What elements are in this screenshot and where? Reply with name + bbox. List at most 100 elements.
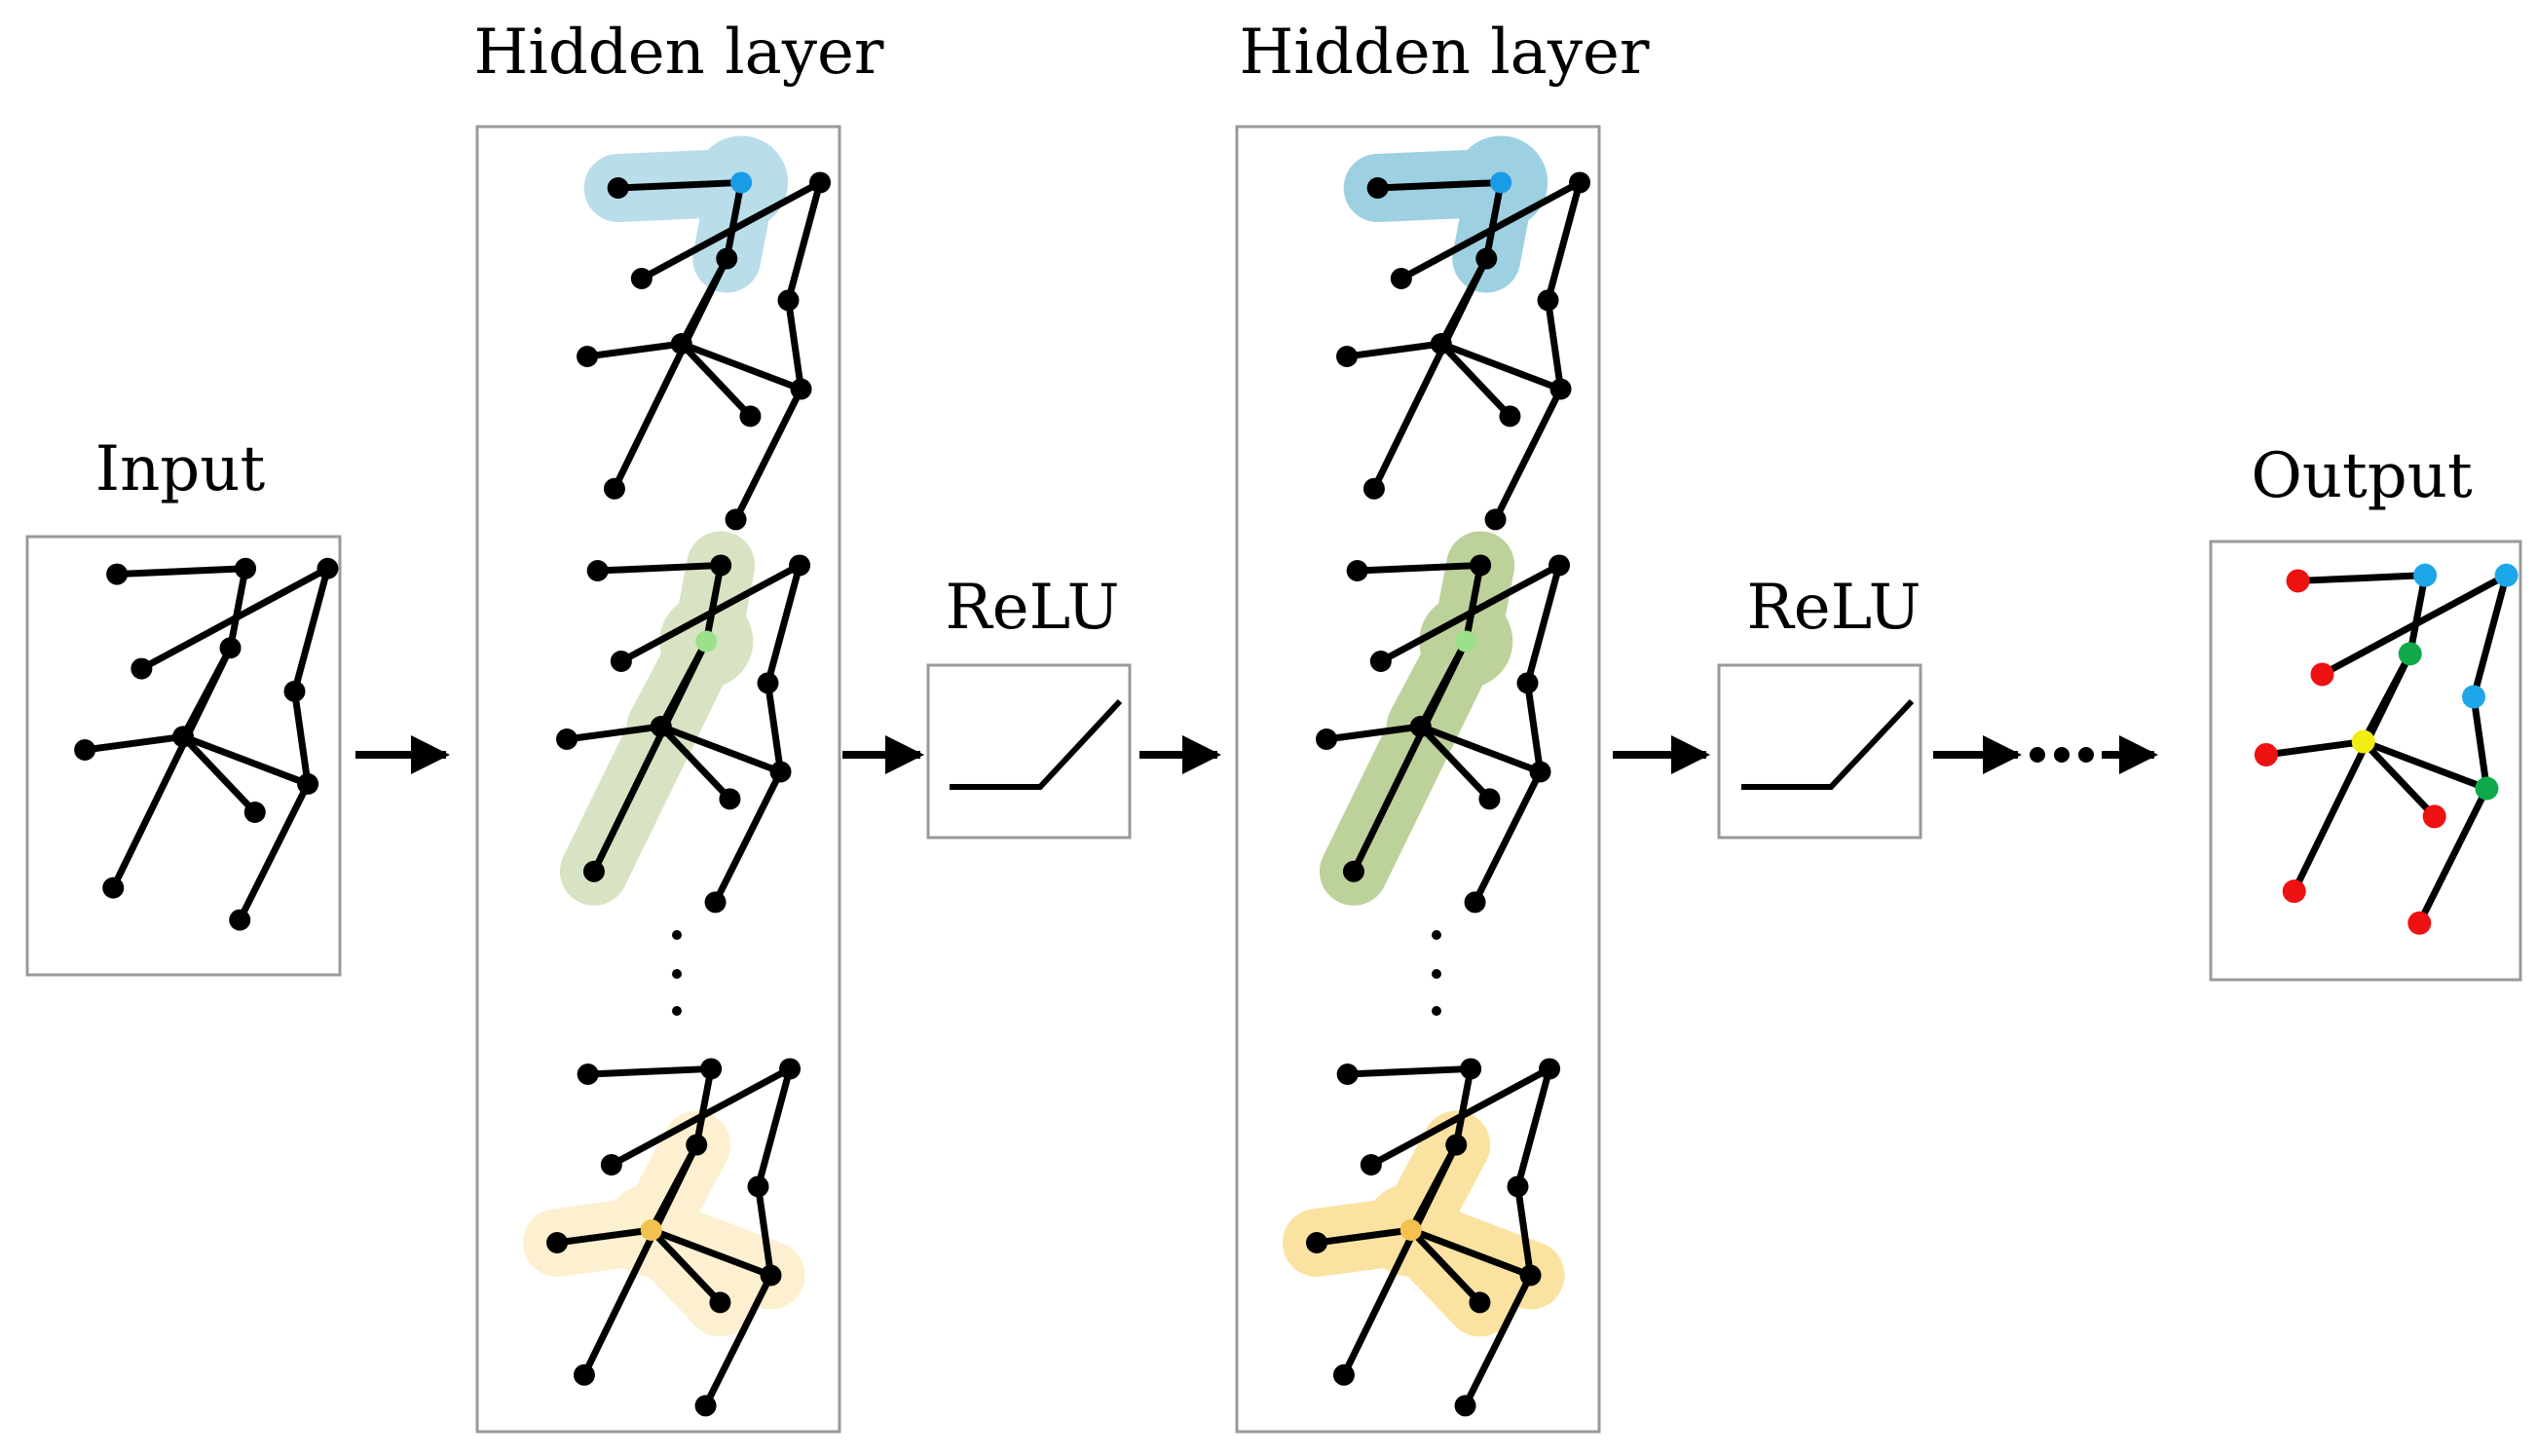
graph-node xyxy=(739,405,762,428)
graph-node xyxy=(1336,1064,1359,1086)
graph-node xyxy=(106,563,129,585)
graph-edge xyxy=(2360,738,2490,793)
graph-edge xyxy=(657,723,785,775)
graph-edge xyxy=(1482,178,1505,263)
graph-node xyxy=(1475,247,1498,270)
graph-edge xyxy=(692,1064,715,1149)
graph-edge xyxy=(563,723,665,743)
graph-edge xyxy=(1407,1226,1483,1306)
graph-edge xyxy=(1437,340,1565,392)
graph-node xyxy=(1346,560,1368,582)
graph-node xyxy=(1430,332,1452,355)
vertical-ellipsis-icon xyxy=(1432,930,1441,1016)
graph-node xyxy=(809,171,832,194)
graph-node xyxy=(1469,1291,1491,1314)
graph-node xyxy=(556,728,578,750)
graph-node xyxy=(2351,729,2375,754)
graph-node xyxy=(670,332,692,355)
graph-node xyxy=(243,802,266,824)
graph-node xyxy=(610,651,632,673)
graph-node xyxy=(2422,804,2446,829)
graph-edge xyxy=(712,767,785,906)
graph-edge xyxy=(113,565,249,579)
graph-edge xyxy=(765,561,803,687)
graph-node xyxy=(229,909,251,931)
graph-node xyxy=(2413,563,2438,587)
horizontal-ellipsis-icon xyxy=(2030,747,2094,763)
hidden2-graph-b xyxy=(1316,531,1571,914)
graph-edge xyxy=(1407,1226,1535,1279)
graph-edge xyxy=(1514,1182,1535,1279)
input-box xyxy=(25,535,342,977)
graph-edge xyxy=(1377,561,1563,665)
graph-node xyxy=(2254,743,2278,766)
hidden2-graph-a xyxy=(1336,135,1591,531)
hidden2-graph-c xyxy=(1283,1058,1565,1417)
graph-edge xyxy=(291,565,331,695)
graph-edge xyxy=(1323,723,1425,743)
graph-node xyxy=(1332,1363,1355,1386)
graph-edge xyxy=(2291,650,2414,895)
graph-node xyxy=(1445,1134,1468,1156)
graph-edge xyxy=(1350,638,1470,876)
graph-node xyxy=(709,1291,731,1314)
graph-node xyxy=(1360,1154,1382,1176)
graph-edge xyxy=(1370,255,1490,493)
graph-edge xyxy=(755,1064,794,1190)
graph-edge xyxy=(291,688,312,788)
graph-node xyxy=(1399,1218,1422,1241)
graph-node xyxy=(1464,891,1486,914)
graph-edge xyxy=(227,565,249,652)
graph-node xyxy=(2462,685,2485,709)
graph-node xyxy=(2310,662,2334,687)
graph-edge xyxy=(109,644,235,892)
graph-edge xyxy=(1374,178,1505,192)
relu-2-icon xyxy=(1741,698,1915,790)
graph-edge xyxy=(785,296,805,392)
graph-node xyxy=(102,877,125,899)
graph-node xyxy=(1539,1058,1561,1080)
vertical-ellipsis-icon xyxy=(672,930,682,1016)
graph-node xyxy=(2398,642,2422,666)
graph-node xyxy=(640,1218,662,1241)
graph-node xyxy=(1549,378,1572,400)
graph-node xyxy=(219,637,242,659)
graph-node xyxy=(704,891,727,914)
graph-node xyxy=(777,289,800,312)
graph-node xyxy=(74,739,96,761)
graph-node xyxy=(607,177,629,200)
graph-edge xyxy=(1462,1271,1535,1409)
graph-node xyxy=(1529,761,1551,783)
graph-edge xyxy=(615,178,745,192)
graph-node xyxy=(1316,728,1338,750)
graph-edge xyxy=(583,340,686,360)
graph-node xyxy=(2286,569,2310,593)
graph-edge xyxy=(1354,561,1484,575)
graph-node xyxy=(546,1232,569,1253)
graph-edge xyxy=(580,1141,700,1379)
graphs xyxy=(74,135,2518,1417)
graph-node xyxy=(297,772,319,795)
input-graph xyxy=(74,557,339,931)
graph-edge xyxy=(1514,1064,1553,1190)
graph-node xyxy=(710,554,732,577)
graph-node xyxy=(600,1154,622,1176)
graph-edge xyxy=(236,780,312,924)
graph-node xyxy=(1390,268,1412,290)
graph-node xyxy=(1362,477,1385,500)
graph-edge xyxy=(702,561,725,646)
graph-node xyxy=(1306,1232,1328,1253)
graph-node xyxy=(131,657,153,680)
graph-edge xyxy=(657,723,733,803)
graph-node xyxy=(235,557,257,579)
graph-node xyxy=(577,346,599,367)
graph-edge xyxy=(2318,572,2511,678)
hidden1-graph-a xyxy=(577,135,832,531)
graph-edge xyxy=(1398,178,1584,282)
graph-node xyxy=(695,630,718,653)
graph-node xyxy=(1519,1264,1542,1287)
graph-node xyxy=(2407,911,2432,935)
relu-1-box xyxy=(926,663,1132,840)
graph-edge xyxy=(1472,767,1545,906)
